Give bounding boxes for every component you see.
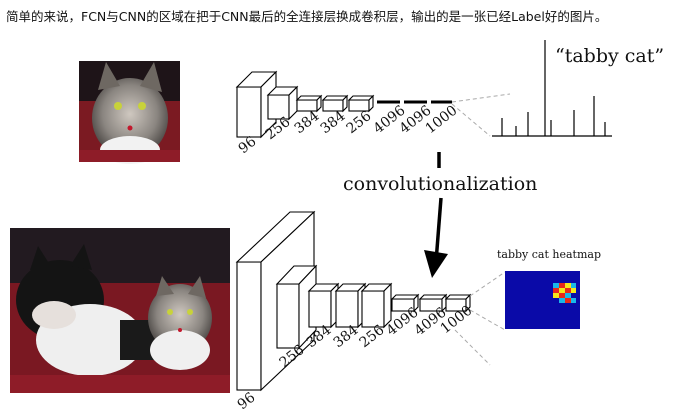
top-output-fan <box>452 94 510 136</box>
tabby-cat-heatmap <box>505 271 580 329</box>
top-layer-label: 384 <box>318 108 349 137</box>
bottom-layer-label: 96 <box>235 390 259 411</box>
bottom-network-blocks <box>237 212 470 390</box>
top-input-photo <box>79 61 180 164</box>
bottom-input-photo <box>10 228 230 393</box>
transform-label: convolutionalization <box>343 173 537 195</box>
top-output-label: “tabby cat” <box>555 45 664 67</box>
top-layer-label: 256 <box>344 108 375 137</box>
bottom-output-label: tabby cat heatmap <box>497 248 601 261</box>
convolutionalization-arrow <box>424 152 448 278</box>
